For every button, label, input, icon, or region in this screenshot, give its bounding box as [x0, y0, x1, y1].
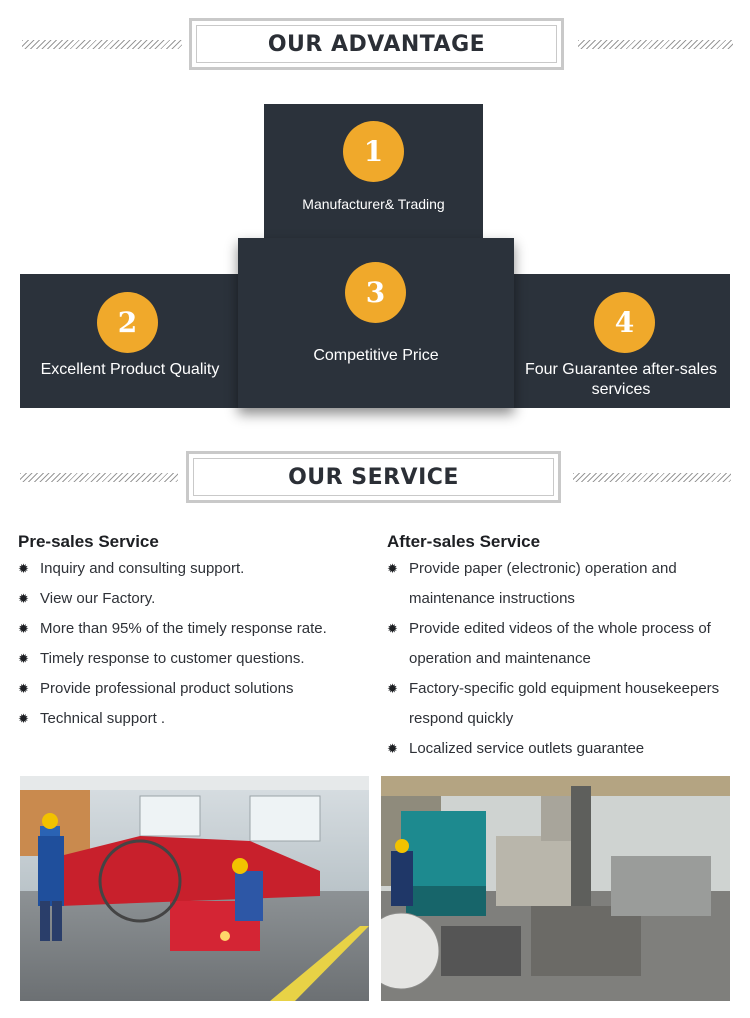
header-hatch-left — [22, 40, 182, 49]
list-item: ✹Inquiry and consulting support. — [18, 554, 368, 584]
star-bullet-icon: ✹ — [387, 741, 398, 756]
advantage-item-2: 2 Excellent Product Quality — [20, 274, 240, 408]
star-bullet-icon: ✹ — [18, 591, 29, 606]
list-item: ✹Provide professional product solutions — [18, 674, 368, 704]
list-item: ✹Factory-specific gold equipment houseke… — [387, 674, 730, 734]
service-header: OUR SERVICE — [0, 451, 750, 507]
after-sales-column: After-sales Service ✹Provide paper (elec… — [387, 530, 730, 764]
pre-sales-column: Pre-sales Service ✹Inquiry and consultin… — [18, 530, 368, 734]
number-badge: 3 — [345, 262, 406, 323]
advantage-item-4: 4 Four Guarantee after-sales services — [512, 274, 730, 408]
star-bullet-icon: ✹ — [387, 681, 398, 696]
number-badge: 2 — [97, 292, 158, 353]
after-sales-heading: After-sales Service — [387, 532, 541, 551]
advantage-title-box: OUR ADVANTAGE — [189, 18, 564, 70]
advantage-label: Competitive Price — [313, 347, 439, 364]
advantage-label: Manufacturer& Trading — [302, 196, 445, 212]
advantage-label: Excellent Product Quality — [40, 361, 220, 378]
list-item: ✹Provide paper (electronic) operation an… — [387, 554, 730, 614]
star-bullet-icon: ✹ — [18, 711, 29, 726]
star-bullet-icon: ✹ — [18, 621, 29, 636]
service-title-box: OUR SERVICE — [186, 451, 561, 503]
advantage-item-3: 3 Competitive Price — [238, 238, 514, 408]
advantage-header: OUR ADVANTAGE — [0, 18, 750, 74]
advantage-item-1: 1 Manufacturer& Trading — [264, 104, 483, 238]
advantage-title: OUR ADVANTAGE — [196, 25, 557, 63]
advantage-label: Four Guarantee after-sales services — [524, 361, 718, 398]
star-bullet-icon: ✹ — [18, 651, 29, 666]
pre-sales-heading: Pre-sales Service — [18, 532, 159, 551]
list-item: ✹Timely response to customer questions. — [18, 644, 368, 674]
number-badge: 4 — [594, 292, 655, 353]
factory-photo-machines — [381, 776, 730, 1001]
star-bullet-icon: ✹ — [387, 561, 398, 576]
star-bullet-icon: ✹ — [18, 561, 29, 576]
list-item: ✹Localized service outlets guarantee — [387, 734, 730, 764]
header-hatch-right — [578, 40, 733, 49]
header-hatch-left — [20, 473, 178, 482]
factory-photo-machines-image — [381, 776, 730, 1001]
service-title: OUR SERVICE — [193, 458, 554, 496]
number-badge: 1 — [343, 121, 404, 182]
after-sales-list: ✹Provide paper (electronic) operation an… — [387, 554, 730, 764]
factory-photo-welding-image — [20, 776, 369, 1001]
list-item: ✹View our Factory. — [18, 584, 368, 614]
star-bullet-icon: ✹ — [387, 621, 398, 636]
pre-sales-list: ✹Inquiry and consulting support. ✹View o… — [18, 554, 368, 734]
list-item: ✹More than 95% of the timely response ra… — [18, 614, 368, 644]
star-bullet-icon: ✹ — [18, 681, 29, 696]
list-item: ✹Provide edited videos of the whole proc… — [387, 614, 730, 674]
list-item: ✹Technical support . — [18, 704, 368, 734]
header-hatch-right — [573, 473, 731, 482]
factory-photo-welding — [20, 776, 369, 1001]
